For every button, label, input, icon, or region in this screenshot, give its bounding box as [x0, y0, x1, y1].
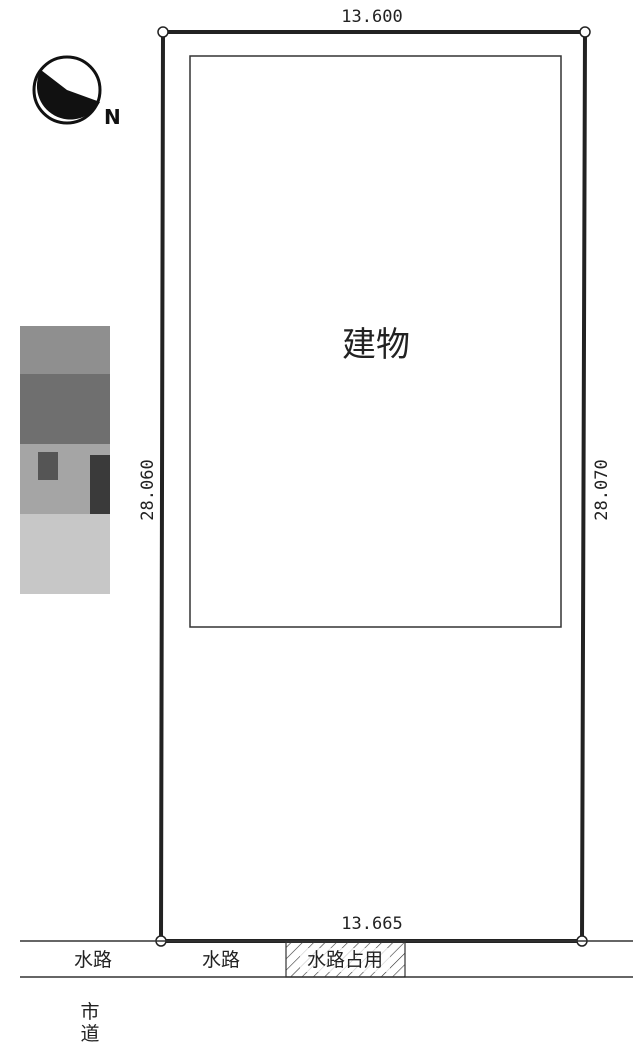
- building-footprint: [189, 55, 562, 628]
- north-label: N: [104, 105, 121, 129]
- left-length-label: 28.060: [138, 459, 158, 520]
- waterway-left-label: 水路: [74, 949, 112, 971]
- north-arrow-icon: N: [32, 55, 121, 129]
- city-road-char: 市: [80, 1001, 99, 1023]
- plot-corner-markers: [155, 26, 591, 947]
- svg-text:市道: 市道: [80, 1001, 99, 1045]
- city-road-label: 市道: [80, 1001, 99, 1045]
- waterway-occupancy-label: 水路占用: [307, 949, 383, 971]
- plot-boundary: [158, 30, 588, 943]
- photo-fragment: [20, 326, 110, 594]
- city-road-char: 道: [80, 1023, 99, 1045]
- right-length-label: 28.070: [592, 459, 612, 520]
- building-label: 建物: [342, 325, 410, 365]
- waterway-center-label: 水路: [202, 949, 240, 971]
- bottom-length-label: 13.665: [341, 914, 402, 934]
- top-length-label: 13.600: [341, 7, 402, 27]
